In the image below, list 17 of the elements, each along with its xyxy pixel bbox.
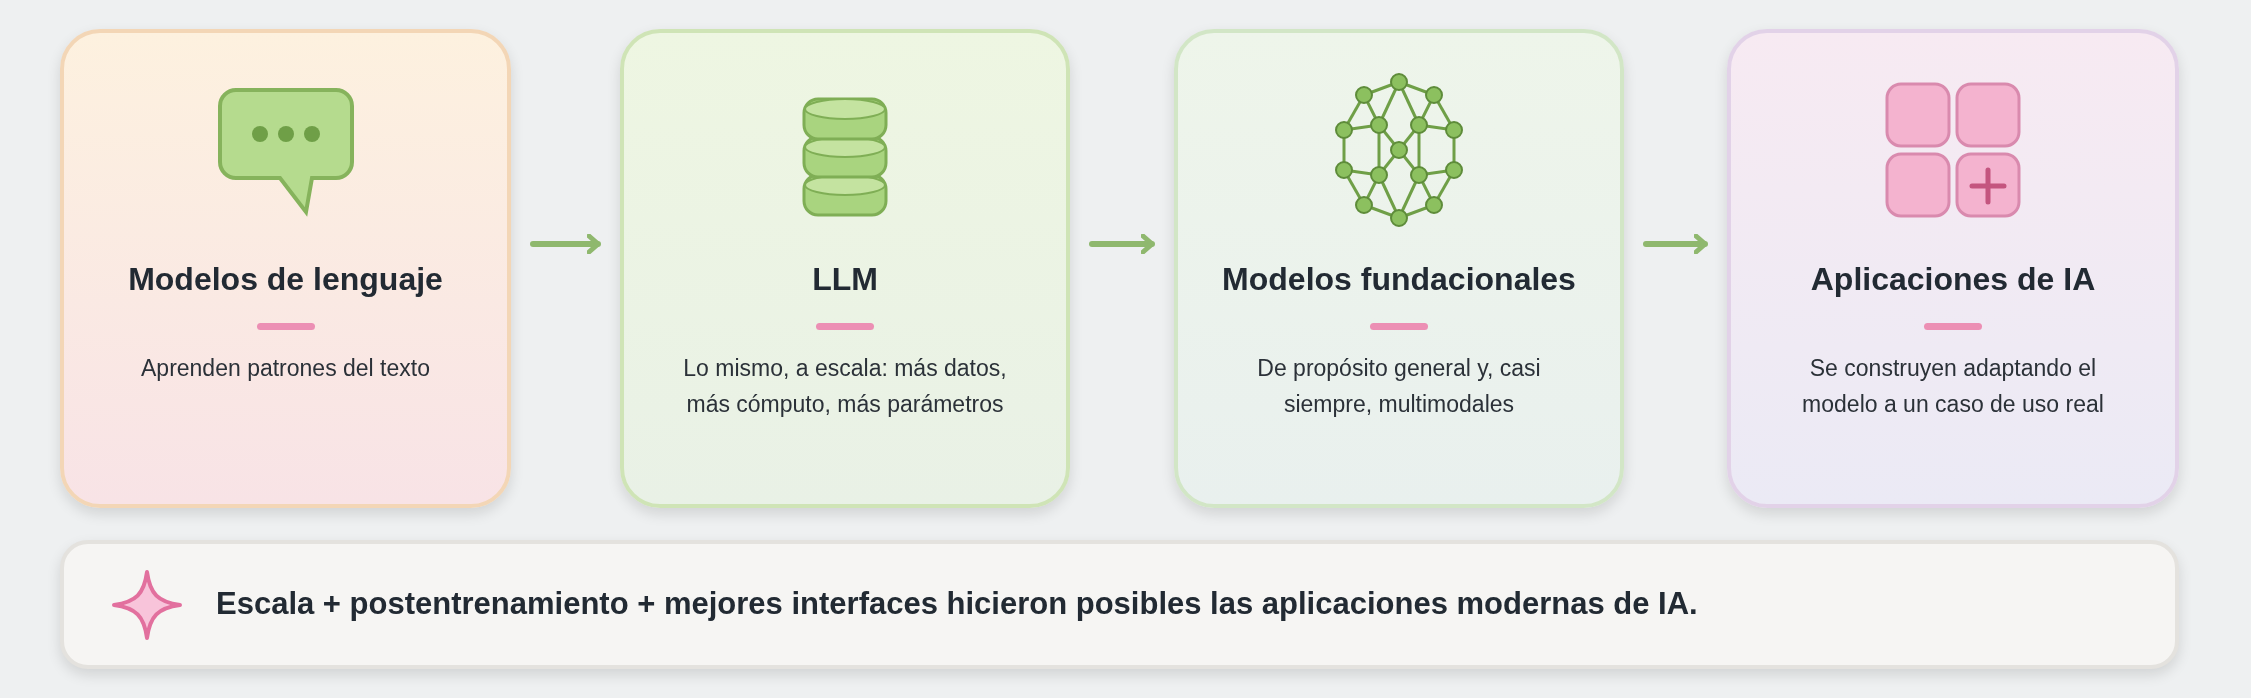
stage-card: [60, 29, 511, 508]
stage-card: [620, 29, 1070, 508]
card-description: Lo mismo, a escala: más datos, más cómputo, más parámetros: [682, 354, 1008, 419]
card-title: Modelos de lenguaje: [127, 260, 444, 299]
stage-card: [1727, 29, 2179, 508]
card-title: Modelos fundacionales: [1221, 260, 1577, 299]
card-description: Aprenden patrones del texto: [140, 354, 431, 383]
arrow: [1643, 233, 1708, 255]
card-title: LLM: [811, 260, 879, 299]
summary-banner: [60, 540, 2179, 669]
arrow: [530, 233, 601, 255]
card-title: Aplicaciones de IA: [1809, 260, 2097, 299]
arrow: [1089, 233, 1155, 255]
summary-text: Escala + postentrenamiento + mejores interfaces hicieron posibles las aplicaciones modernas de IA.: [216, 585, 1698, 624]
stage-card: [1174, 29, 1624, 508]
card-description: Se construyen adaptando el modelo a un caso de uso real: [1801, 354, 2105, 419]
card-description: De propósito general y, casi siempre, multimodales: [1256, 354, 1542, 419]
